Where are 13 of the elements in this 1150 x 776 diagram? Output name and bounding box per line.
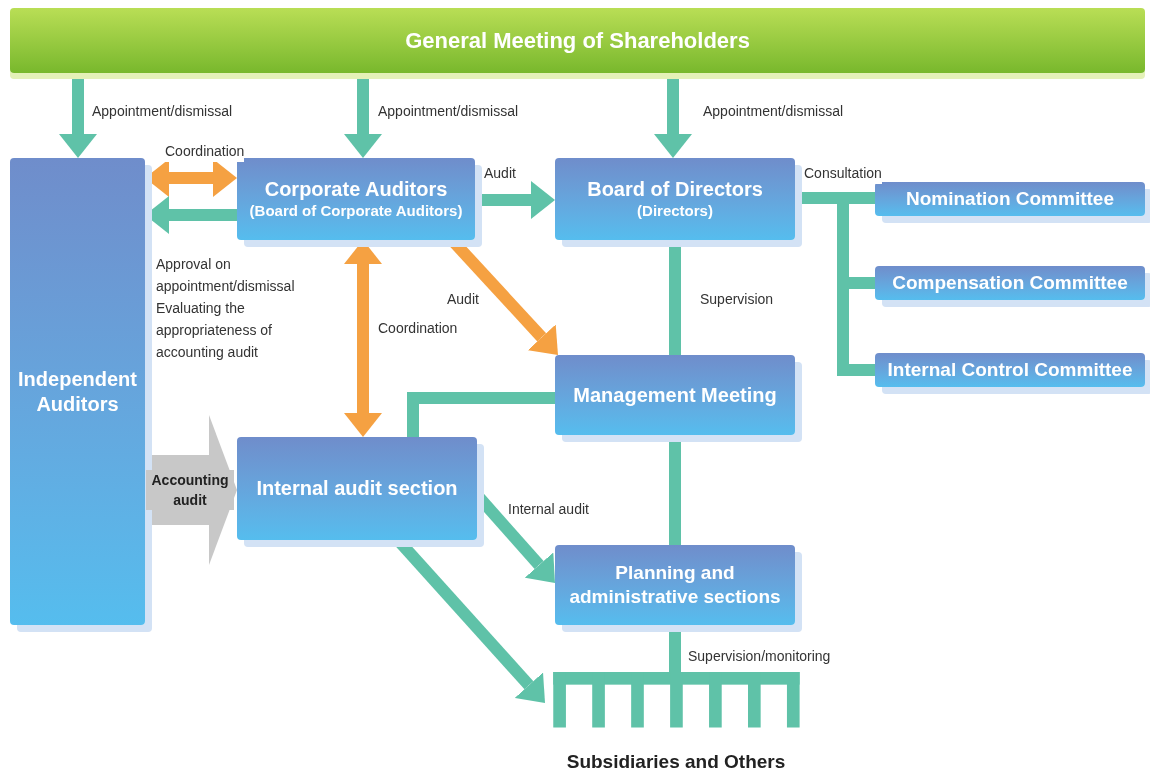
box-title: Independent Auditors <box>17 366 138 417</box>
group-label: Subsidiaries and Others <box>566 749 786 774</box>
box-subtitle: (Board of Corporate Auditors) <box>249 202 463 221</box>
box-title: Management Meeting <box>573 382 777 408</box>
box-title: Compensation Committee <box>892 271 1128 295</box>
box-subtitle: (Directors) <box>637 202 713 221</box>
box-title: Nomination Committee <box>906 187 1114 211</box>
box-title: Board of Directors <box>587 177 763 203</box>
box-title: Planning and administrative sections <box>568 561 782 609</box>
box-title: Internal Control Committee <box>887 358 1133 382</box>
box-title: Corporate Auditors <box>264 177 448 203</box>
edge-label: Accounting audit <box>146 470 234 510</box>
box-title: Internal audit section <box>256 476 458 501</box>
